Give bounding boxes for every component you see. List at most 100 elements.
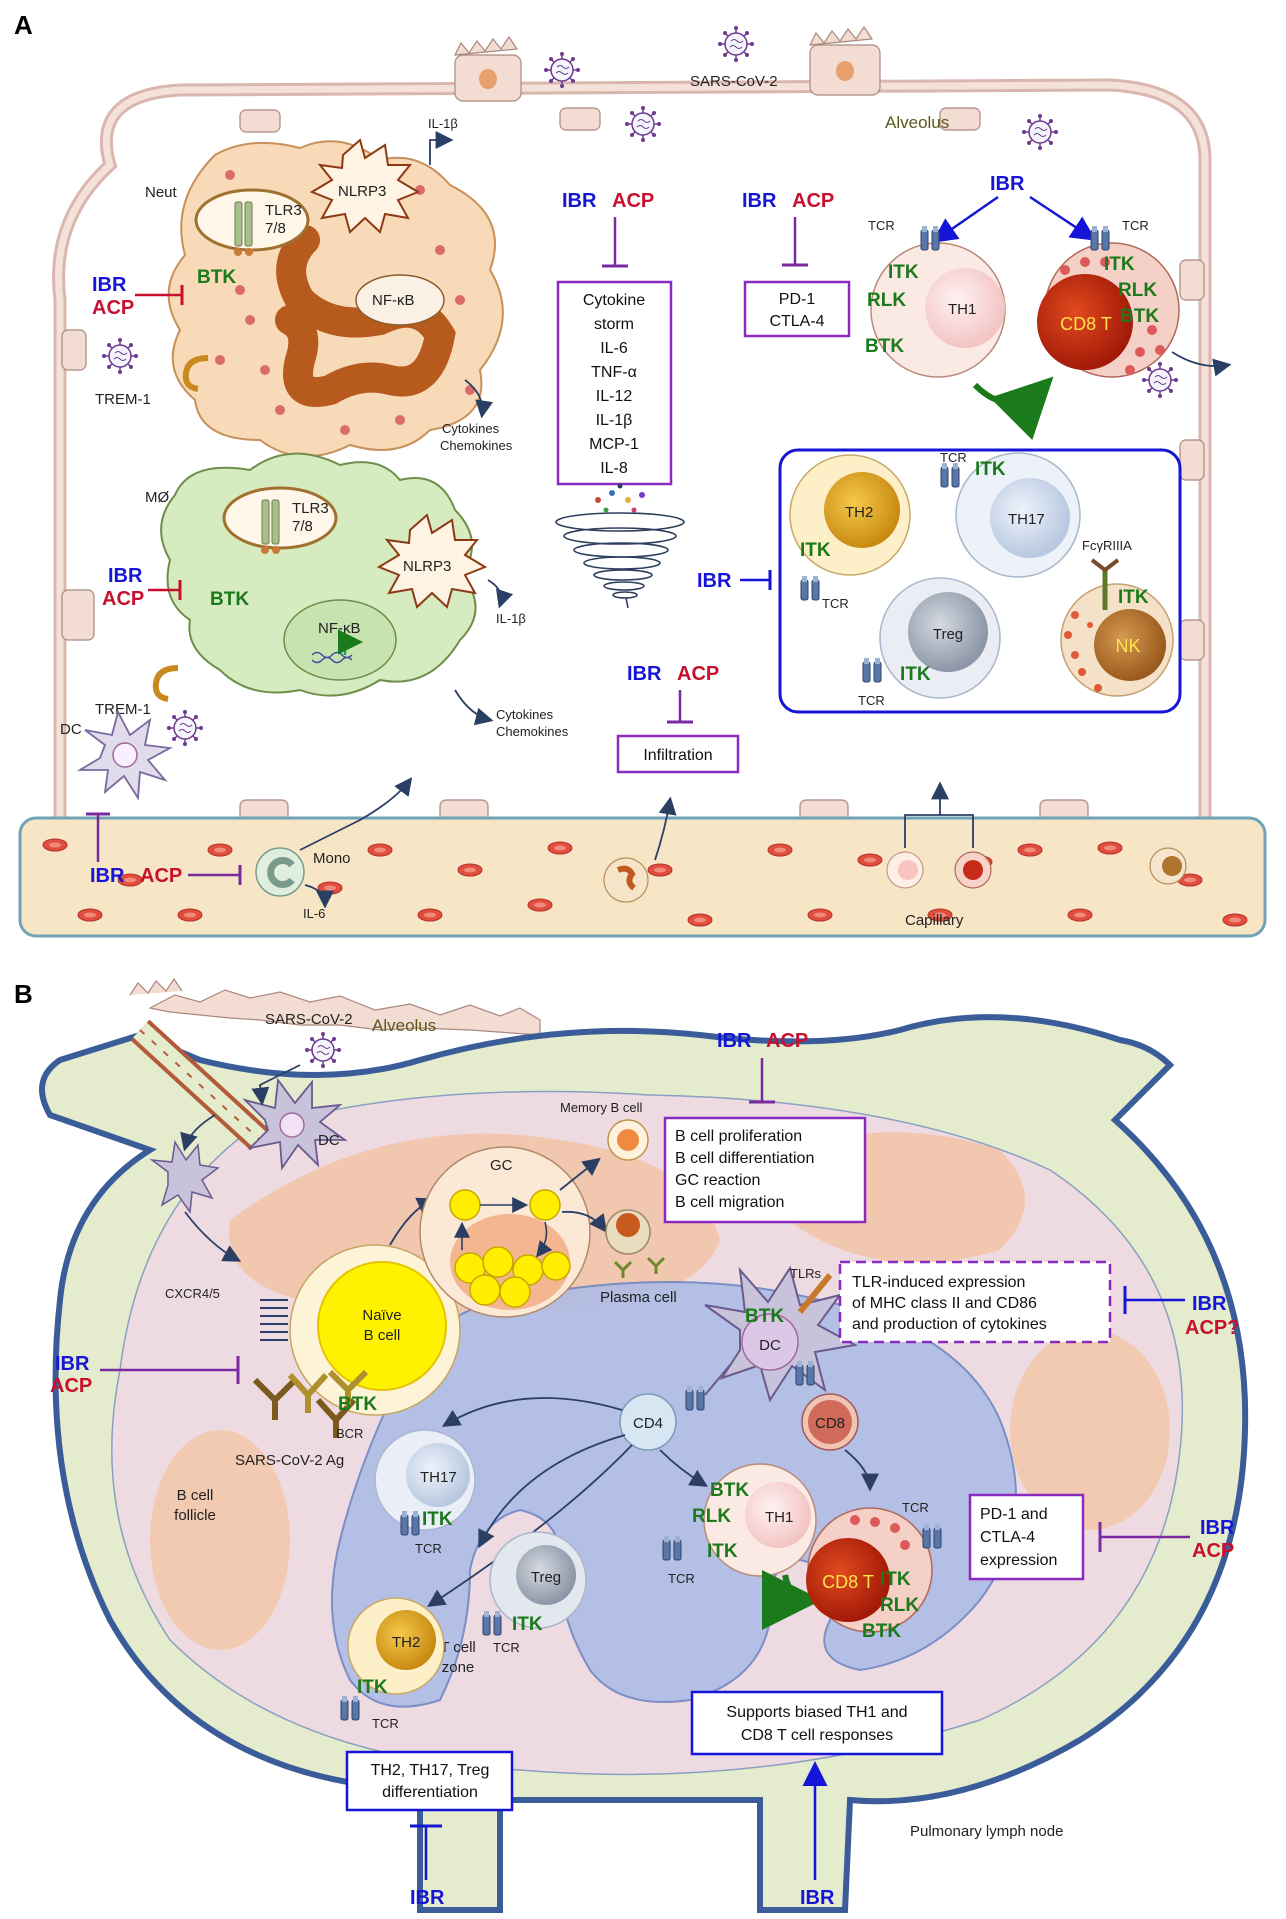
help-arrow — [761, 1569, 822, 1630]
rlk-label: RLK — [1118, 280, 1157, 301]
cytokines-label: Cytokines — [442, 421, 500, 436]
alveolus-label: Alveolus — [885, 113, 949, 132]
itk-label: ITK — [1104, 254, 1135, 275]
th17-nucleus — [990, 478, 1070, 558]
acp-label: ACP — [140, 865, 182, 887]
cxcr-label: CXCR4/5 — [165, 1286, 220, 1301]
tlr3-label: TLR3 — [265, 202, 302, 219]
bcr-antigen-icon — [252, 1369, 369, 1438]
itk-label: ITK — [422, 1509, 453, 1530]
ibr-label: IBR — [108, 565, 143, 587]
tlr-box-line: TLR-induced expression — [852, 1274, 1025, 1291]
il1b-label: IL-1β — [428, 116, 458, 131]
gc-b-cells — [449, 1189, 571, 1308]
ibr-label: IBR — [990, 173, 1025, 195]
tlr78-label: 7/8 — [292, 518, 313, 535]
monocyte-nucleus — [267, 857, 295, 888]
differentiation-line: differentiation — [382, 1784, 478, 1801]
panel-b-letter: B — [14, 979, 33, 1009]
follicle-label: B cell — [177, 1487, 214, 1504]
checkpoint-line: CTLA-4 — [769, 313, 824, 330]
follicle-region — [1010, 1330, 1170, 1530]
naive-b-label: B cell — [364, 1327, 401, 1344]
dendritic-cell-center — [704, 1265, 859, 1403]
tornado-icon — [555, 512, 685, 609]
th17-label: TH17 — [420, 1469, 457, 1486]
ibr-label: IBR — [717, 1030, 752, 1052]
fcr-receptor-icon — [1090, 558, 1120, 610]
btk-label: BTK — [865, 336, 904, 357]
nlrp3-label: NLRP3 — [338, 183, 386, 200]
t-zone-label: zone — [442, 1659, 475, 1676]
b-cell-box-line: B cell proliferation — [675, 1128, 802, 1145]
bcr-label: BCR — [336, 1426, 363, 1441]
differentiation-box — [345, 1750, 514, 1812]
cd8-label: CD8 — [815, 1415, 845, 1432]
monocyte — [255, 847, 305, 897]
cd8t-nucleus — [1037, 274, 1133, 370]
nlrp3-label: NLRP3 — [403, 558, 451, 575]
plasma-label: Plasma cell — [600, 1289, 677, 1306]
storm-line: IL-1β — [596, 412, 633, 429]
checkpoint-line: expression — [980, 1552, 1057, 1569]
acp-label: ACP — [102, 588, 144, 610]
acp-label: ACP — [92, 297, 134, 319]
storm-line: IL-8 — [600, 460, 628, 477]
virus-icon — [717, 25, 755, 63]
ibr-label: IBR — [55, 1353, 90, 1375]
il6-label: IL-6 — [303, 906, 325, 921]
nfkb-label: NF-κB — [318, 620, 361, 637]
dna-icon — [311, 651, 353, 664]
ibr-label: IBR — [90, 865, 125, 887]
acp-label: ACP — [50, 1375, 92, 1397]
ibr-label: IBR — [627, 663, 662, 685]
tcr-label: TCR — [858, 693, 885, 708]
btk-label: BTK — [1120, 306, 1159, 327]
nk-nucleus — [1094, 609, 1166, 681]
chemokines-label: Chemokines — [440, 438, 513, 453]
btk-label: BTK — [338, 1394, 377, 1415]
alveolus-label: Alveolus — [372, 1016, 436, 1035]
checkpoint-line: PD-1 and — [980, 1506, 1048, 1523]
th1-label: TH1 — [765, 1509, 793, 1526]
btk-label: BTK — [197, 267, 236, 288]
tlr-receptor-icon — [261, 499, 280, 545]
checkpoint-box — [968, 1493, 1085, 1581]
tcr-label: TCR — [940, 450, 967, 465]
th2-nucleus — [824, 472, 900, 548]
tlr78-label: 7/8 — [265, 220, 286, 237]
tcr-label: TCR — [1122, 218, 1149, 233]
storm-line: IL-6 — [600, 340, 628, 357]
fcr-label: FcγRIIIA — [1082, 538, 1132, 553]
acp-label: ACP — [766, 1030, 808, 1052]
nucleus — [355, 274, 445, 326]
neutrophil-label: Neut — [145, 184, 178, 201]
itk-label: ITK — [900, 664, 931, 685]
storm-line: IL-12 — [596, 388, 633, 405]
b-cell-box-line: B cell migration — [675, 1194, 784, 1211]
th1-nucleus — [925, 268, 1005, 348]
treg-label: Treg — [531, 1569, 561, 1586]
checkpoint-line: CTLA-4 — [980, 1529, 1035, 1546]
antibody-icon — [613, 1256, 666, 1278]
cytokine-storm-box — [556, 280, 673, 486]
tcr-label: TCR — [415, 1541, 442, 1556]
b-cell-follicle — [150, 1430, 290, 1650]
th1-support-box — [690, 1690, 944, 1756]
storm-line: storm — [594, 316, 634, 333]
macrophage-label: MØ — [145, 489, 169, 506]
tcr-label: TCR — [902, 1500, 929, 1515]
b-cell-box-line: B cell differentiation — [675, 1150, 814, 1167]
tlrs-label: TLRs — [790, 1266, 822, 1281]
th17-label: TH17 — [1008, 511, 1045, 528]
ibr-label: IBR — [742, 190, 777, 212]
storm-line: Cytokine — [583, 292, 645, 309]
b-cell-box-line: GC reaction — [675, 1172, 760, 1189]
naive-b-label: Naïve — [362, 1307, 401, 1324]
panel-a-letter: A — [14, 10, 33, 40]
gc-label: GC — [490, 1157, 513, 1174]
checkpoint-line: PD-1 — [779, 291, 816, 308]
epithelial-cells — [61, 25, 1205, 825]
ibr-label: IBR — [1200, 1517, 1235, 1539]
dendritic-cell — [241, 1077, 348, 1171]
